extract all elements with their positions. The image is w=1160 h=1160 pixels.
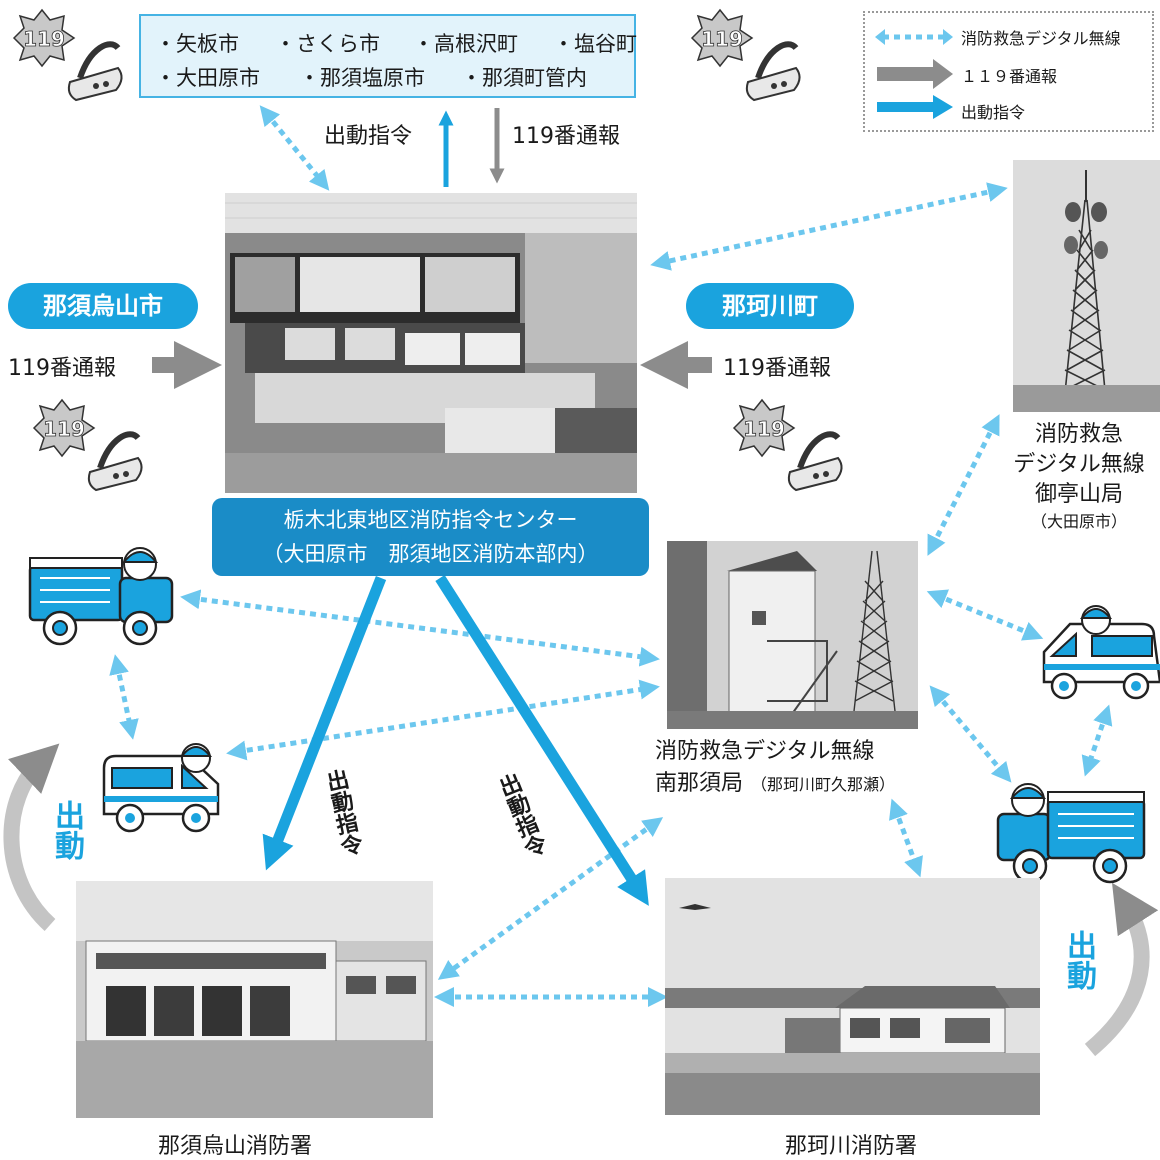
phone-119-text: 119 bbox=[743, 417, 785, 441]
minaminasu-note: （那珂川町久那瀬） bbox=[751, 775, 896, 794]
radio-link-cities-center bbox=[259, 105, 330, 191]
radio-link-minaminasu-ambulance-right bbox=[926, 589, 1044, 641]
fire-truck-icon bbox=[20, 538, 180, 652]
minaminasu-station-photo bbox=[667, 541, 918, 729]
radio-link-goteisan-minaminasu bbox=[927, 414, 1000, 556]
city-item: ・矢板市 bbox=[155, 32, 239, 56]
city-item: ・高根沢町 bbox=[413, 32, 518, 56]
city-item: ・さくら市 bbox=[275, 32, 380, 56]
nakagawa-town-badge: 那珂川町 bbox=[686, 283, 854, 329]
city-item: ・那須町管内 bbox=[461, 66, 587, 90]
command-center-photo bbox=[225, 193, 637, 493]
fire-truck-icon bbox=[992, 770, 1152, 888]
jurisdiction-cities-box: ・矢板市 ・さくら市 ・高根沢町 ・塩谷町 ・大田原市 ・那須塩原市 ・那須町管… bbox=[139, 14, 637, 98]
legend: 消防救急デジタル無線 １１９番通報 出動指令 bbox=[863, 11, 1154, 132]
phone-119-icon: 119 bbox=[688, 8, 808, 104]
dispatch-arrow-karasuyama bbox=[262, 575, 387, 871]
nakagawa-fire-station-photo bbox=[665, 878, 1040, 1115]
goteisan-station-label: 消防救急 デジタル無線 御亭山局 （大田原市） bbox=[994, 420, 1160, 534]
sortie-label-left: 出動 bbox=[49, 800, 84, 860]
phone-119-text: 119 bbox=[23, 27, 65, 51]
karasuyama-fire-station-label: 那須烏山消防署 bbox=[158, 1134, 313, 1159]
phone-119-text: 119 bbox=[43, 417, 85, 441]
goteisan-line3: 御亭山局 bbox=[1034, 482, 1123, 507]
top-call-label: 119番通報 bbox=[512, 124, 620, 149]
command-center-location: （大田原市 那須地区消防本部内） bbox=[262, 542, 599, 566]
top-dispatch-label: 出動指令 bbox=[324, 124, 413, 149]
ambulance-icon bbox=[1040, 598, 1160, 706]
phone-119-icon: 119 bbox=[30, 398, 150, 494]
radio-link-minaminasu-nakagawa bbox=[889, 798, 923, 878]
legend-swatches bbox=[875, 29, 953, 119]
goteisan-note: （大田原市） bbox=[1030, 512, 1127, 531]
phone-119-text: 119 bbox=[701, 27, 743, 51]
city-item: ・那須塩原市 bbox=[299, 66, 425, 90]
legend-call: １１９番通報 bbox=[961, 67, 1058, 86]
nasukarasuyama-city-badge: 那須烏山市 bbox=[8, 283, 198, 329]
minaminasu-line1: 消防救急デジタル無線 bbox=[655, 739, 875, 764]
karasuyama-fire-station-photo bbox=[76, 881, 433, 1118]
right-call-label: 119番通報 bbox=[723, 356, 831, 381]
phone-119-icon: 119 bbox=[10, 8, 130, 104]
radio-link-ambulance-truck-right bbox=[1081, 704, 1113, 777]
nakagawa-fire-station-label: 那珂川消防署 bbox=[785, 1134, 918, 1159]
radio-link-goteisan-center bbox=[650, 182, 1008, 271]
radio-link-truck-minaminasu bbox=[180, 589, 660, 667]
sortie-arc-right bbox=[1084, 882, 1159, 1057]
phone-119-icon: 119 bbox=[730, 398, 850, 494]
radio-link-minaminasu-karasuyama bbox=[437, 817, 664, 980]
minaminasu-line2: 南那須局 bbox=[655, 771, 744, 796]
radio-link-ambulance-minaminasu bbox=[226, 679, 660, 761]
radio-link-truck-ambulance-left bbox=[109, 654, 139, 740]
legend-dispatch: 出動指令 bbox=[961, 103, 1026, 122]
left-call-label: 119番通報 bbox=[8, 356, 116, 381]
goteisan-line1: 消防救急 bbox=[1034, 422, 1123, 447]
radio-link-minaminasu-truck-right bbox=[929, 685, 1012, 783]
sortie-arc-left bbox=[3, 743, 60, 931]
minaminasu-station-label: 消防救急デジタル無線 南那須局 （那珂川町久那瀬） bbox=[655, 736, 895, 801]
command-center-name: 栃木北東地区消防指令センター bbox=[283, 508, 578, 532]
sortie-label-right: 出動 bbox=[1061, 930, 1096, 990]
dispatch-arrow-nakagawa bbox=[435, 575, 649, 906]
goteisan-line2: デジタル無線 bbox=[1013, 452, 1145, 477]
command-center-label: 栃木北東地区消防指令センター （大田原市 那須地区消防本部内） bbox=[212, 498, 649, 576]
city-item: ・塩谷町 bbox=[553, 32, 637, 56]
legend-radio: 消防救急デジタル無線 bbox=[961, 29, 1121, 48]
city-item: ・大田原市 bbox=[155, 66, 260, 90]
goteisan-tower-photo bbox=[1013, 160, 1160, 412]
ambulance-icon bbox=[98, 738, 228, 838]
